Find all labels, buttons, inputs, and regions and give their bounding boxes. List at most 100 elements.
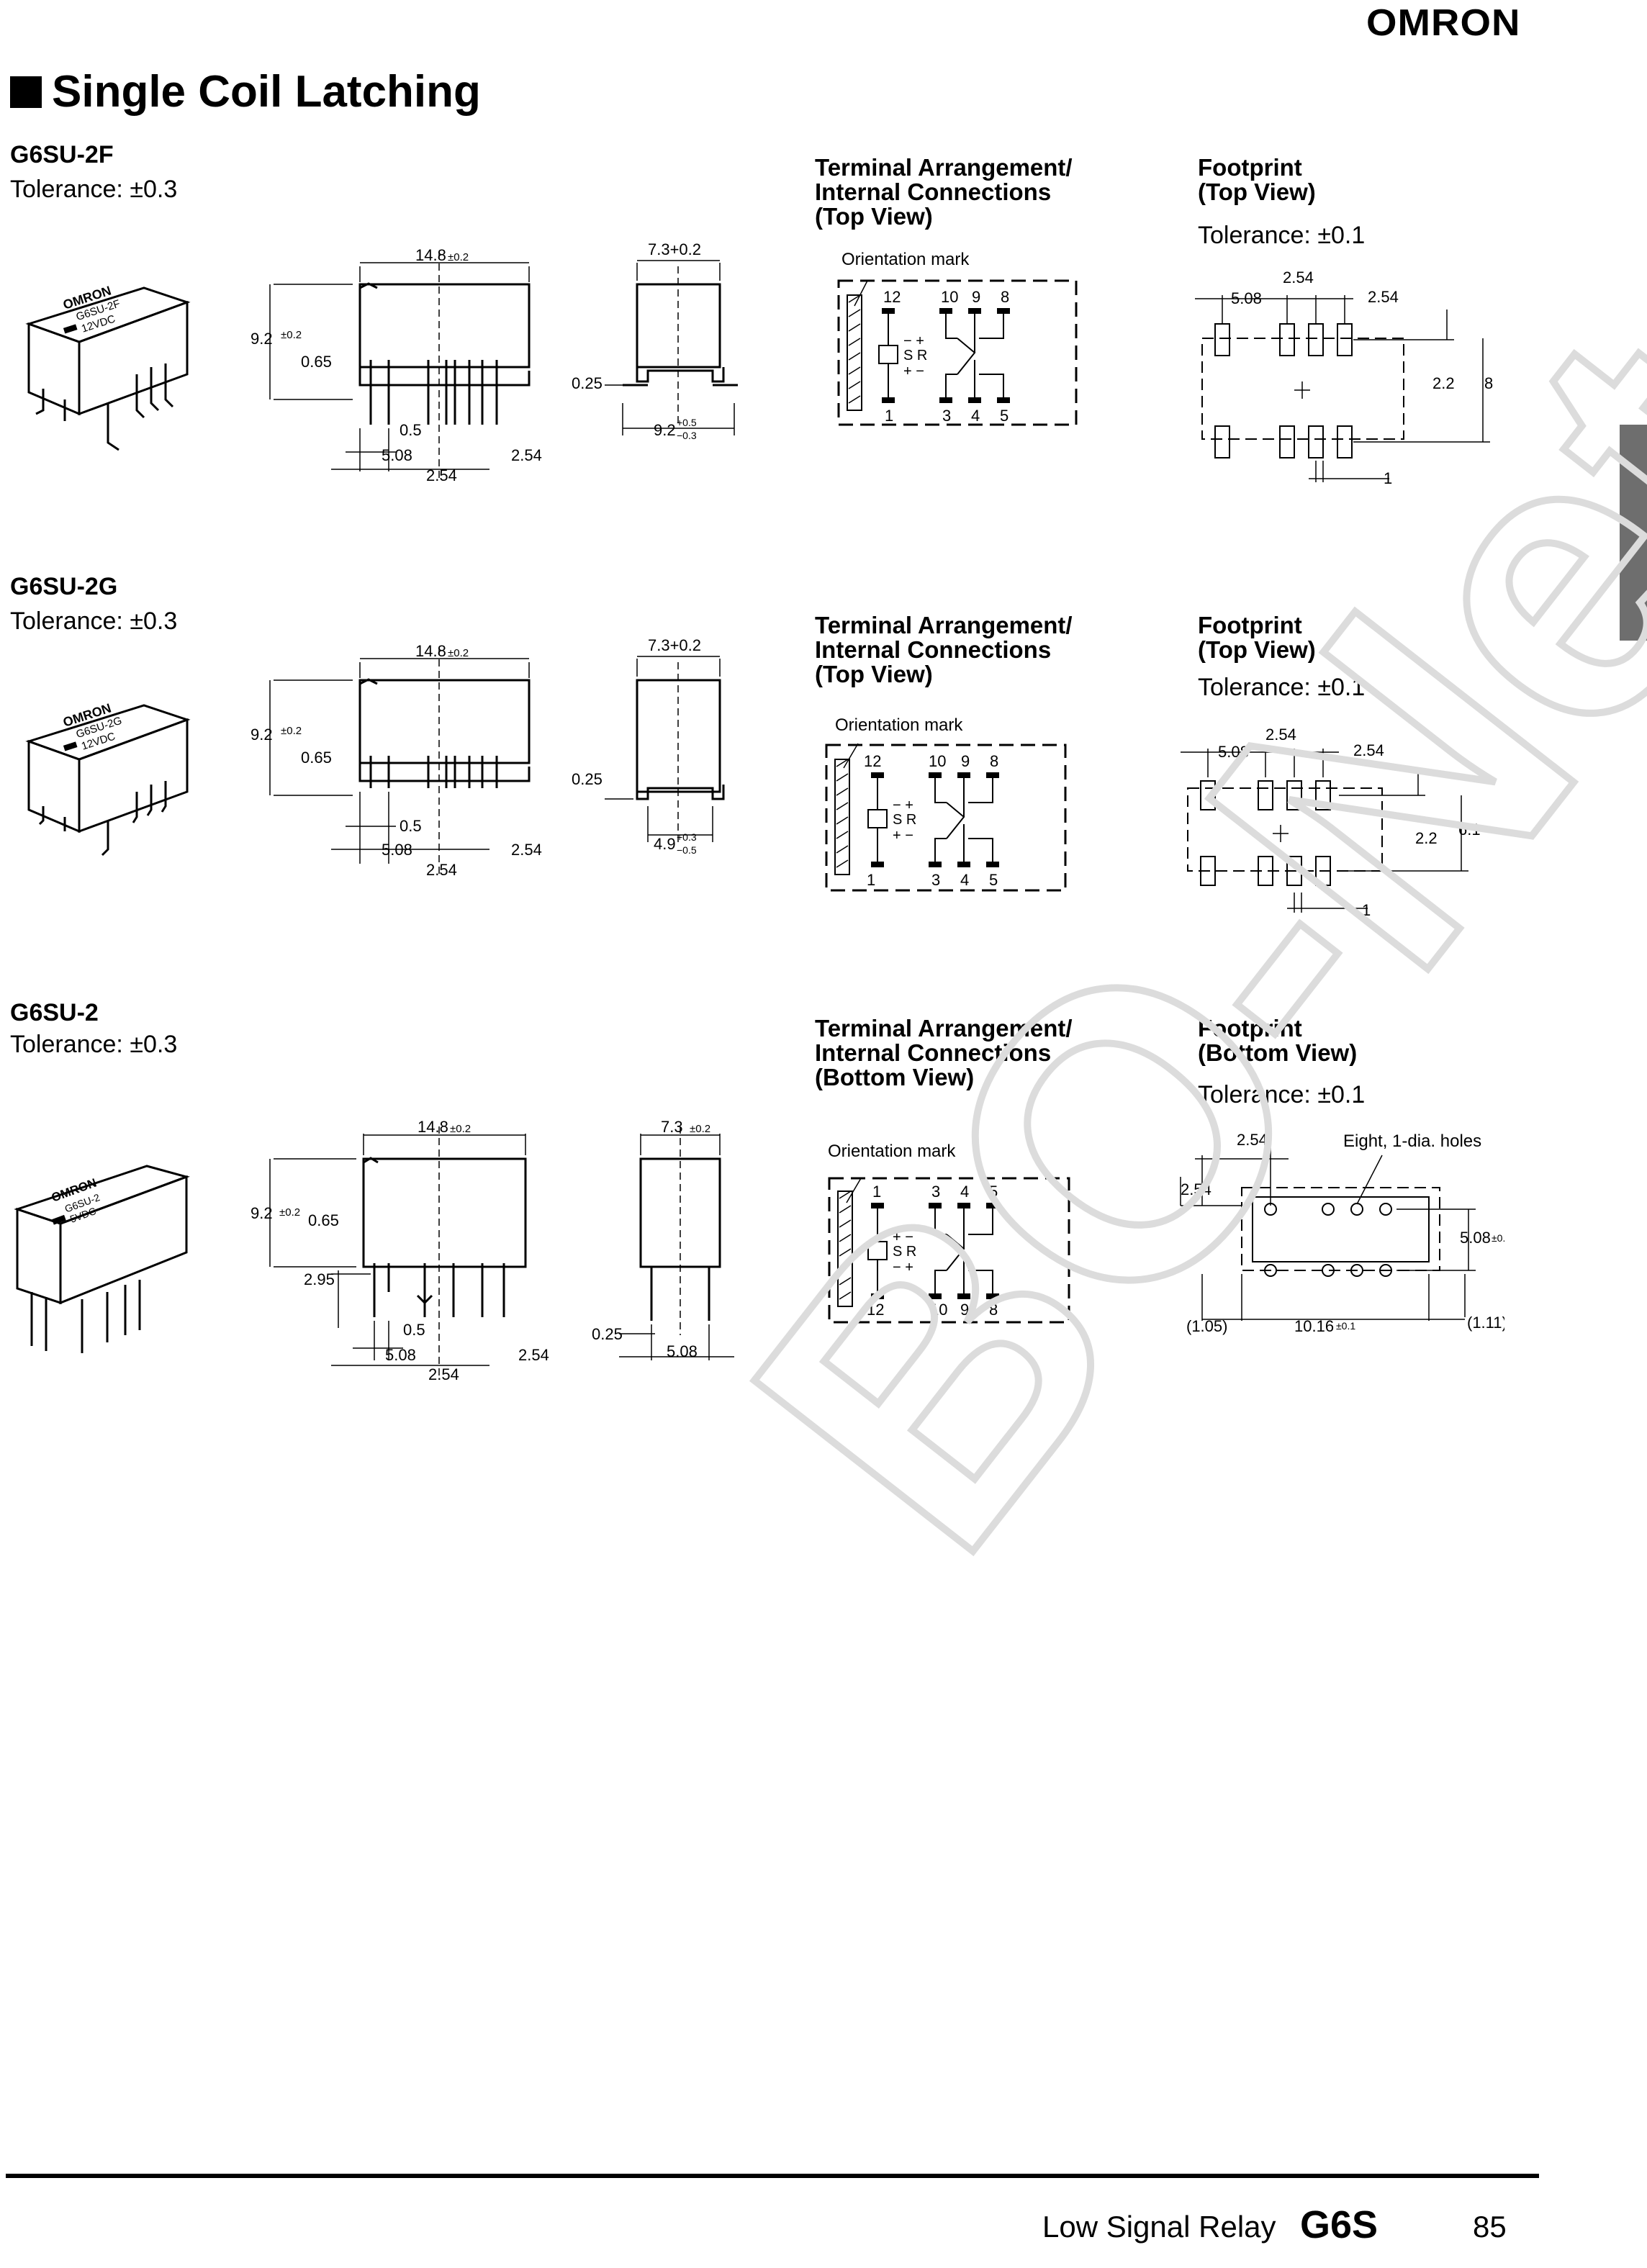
svg-text:− +: − + (893, 798, 913, 813)
fp-dim-b: 2.54 (1181, 1180, 1211, 1198)
footprint-drawing: 2.54 5.08 2.54 2.2 8 1 (1188, 266, 1504, 497)
dim-height: 9.2 (251, 330, 273, 348)
fp-dim-c-tol: ±0.1 (1492, 1232, 1504, 1244)
svg-text:+ −: + − (893, 1229, 913, 1245)
fp-holes-note: Eight, 1-dia. holes (1343, 1131, 1481, 1151)
footprint-heading-line1: Footprint (1198, 154, 1302, 181)
pin-label: 4 (971, 407, 980, 425)
front-view-drawing: 14.8 ±0.2 9.2 ±0.2 0.65 0.5 5.08 2.54 2.… (245, 238, 569, 497)
pin-label: 3 (942, 407, 951, 425)
pin-label: 3 (931, 871, 940, 889)
dim-254-right: 2.54 (511, 446, 542, 464)
pin-label: 12 (864, 752, 881, 770)
dim-side-base: 4.9 (654, 835, 676, 853)
front-view-drawing: 14.8 ±0.2 9.2 ±0.2 0.65 0.5 5.08 2.54 2.… (245, 633, 569, 893)
dim-254-right: 2.54 (511, 841, 542, 859)
section-bullet-icon (10, 76, 42, 108)
dim-254-bottom: 2.54 (426, 466, 457, 484)
footprint-heading: Footprint (Bottom View) (1198, 1016, 1357, 1065)
section-title: Single Coil Latching (10, 66, 481, 117)
fp-dim-d: 2.2 (1432, 374, 1455, 392)
footprint-heading-line2: (Bottom View) (1198, 1039, 1358, 1066)
pin-label: 5 (989, 871, 998, 889)
dim-side-tol-dn: −0.3 (677, 430, 697, 441)
dim-05: 0.5 (403, 1321, 425, 1339)
fp-dim-f: 1 (1384, 469, 1392, 487)
pin-label: 12 (867, 1301, 884, 1319)
pin-label: 5 (1000, 407, 1008, 425)
pin-label: 1 (872, 1183, 881, 1201)
terminal-heading-line3: (Top View) (815, 661, 933, 687)
footprint-tolerance: Tolerance: ±0.1 (1198, 222, 1366, 249)
tolerance-text: Tolerance: ±0.3 (10, 607, 178, 635)
fp-dim-f: (1.11) (1467, 1314, 1504, 1332)
fp-dim-e-tol: ±0.1 (1336, 1320, 1355, 1332)
fp-dim-e: 10.16 (1294, 1317, 1334, 1335)
dim-05: 0.5 (400, 421, 422, 439)
pin-label: 1 (867, 871, 875, 889)
svg-text:− +: − + (903, 333, 924, 349)
pin-label: 8 (1001, 288, 1009, 306)
svg-text:− +: − + (893, 1260, 913, 1275)
pin-label: 3 (931, 1183, 940, 1201)
terminal-heading: Terminal Arrangement/ Internal Connectio… (815, 155, 1073, 229)
fp-dim-e: 6.1 (1458, 821, 1481, 839)
pin-label: 4 (960, 871, 969, 889)
fp-dim-b: 5.08 (1231, 289, 1262, 307)
dim-side-tol-up: +0.5 (677, 417, 697, 428)
terminal-heading-line1: Terminal Arrangement/ (815, 1015, 1073, 1042)
terminal-heading-line3: (Top View) (815, 203, 933, 230)
fp-dim-d: 2.2 (1415, 829, 1438, 847)
pin-label: 9 (961, 752, 970, 770)
dim-height: 9.2 (251, 726, 273, 744)
pin-label: 8 (989, 1301, 998, 1319)
orientation-mark-label: Orientation mark (828, 1142, 956, 1161)
terminal-diagram: Orientation mark 1 3 4 5 12 10 9 8 S R +… (821, 1134, 1080, 1328)
dim-width: 7.3 (661, 1119, 683, 1136)
brand-logo: OMRON (1366, 2, 1521, 44)
pin-label: 10 (930, 1301, 947, 1319)
dim-length: 14.8 (418, 1119, 448, 1136)
front-view-drawing: 14.8 ±0.2 9.2 ±0.2 0.65 2.95 0.5 5.08 2.… (245, 1119, 569, 1393)
fp-dim-d: (1.05) (1186, 1317, 1227, 1335)
dim-length-tol: ±0.2 (448, 647, 469, 659)
dim-508: 5.08 (385, 1346, 416, 1364)
model-name: G6SU-2G (10, 573, 118, 600)
dim-065: 0.65 (301, 749, 332, 767)
dim-width: 7.3+0.2 (648, 636, 701, 654)
orientation-mark-label: Orientation mark (841, 250, 970, 269)
relay-perspective-drawing: OMRON G6SU-2F 12VDC (22, 259, 194, 468)
footprint-heading: Footprint (Top View) (1198, 613, 1316, 662)
side-view-drawing: 7.3+0.2 0.25 4.9 +0.3 −0.5 (569, 626, 756, 864)
svg-text:S R: S R (893, 812, 916, 828)
dim-025: 0.25 (572, 770, 603, 788)
dim-height-tol: ±0.2 (281, 725, 302, 737)
terminal-heading-line2: Internal Connections (815, 1039, 1052, 1066)
dim-508: 5.08 (382, 841, 412, 859)
terminal-heading-line2: Internal Connections (815, 179, 1052, 205)
dim-height: 9.2 (251, 1204, 273, 1222)
model-name: G6SU-2F (10, 141, 114, 168)
fp-dim-c: 2.54 (1353, 741, 1384, 759)
pin-label: 8 (990, 752, 998, 770)
relay-perspective-drawing: OMRON G6SU-2 5VDC (10, 1152, 190, 1368)
pin-label: 1 (885, 407, 893, 425)
pin-label: 4 (960, 1183, 969, 1201)
footer-rule (6, 2174, 1539, 2178)
side-view-drawing: 7.3 ±0.2 0.25 5.08 (576, 1119, 763, 1364)
orientation-mark-label: Orientation mark (835, 715, 963, 735)
model-name: G6SU-2 (10, 999, 99, 1026)
terminal-heading: Terminal Arrangement/ Internal Connectio… (815, 613, 1073, 687)
footer-page-number: 85 (1473, 2210, 1507, 2244)
section-title-text: Single Coil Latching (52, 67, 481, 117)
svg-text:+ −: + − (893, 828, 913, 844)
fp-dim-c: 2.54 (1368, 288, 1399, 306)
dim-side-508: 5.08 (667, 1342, 698, 1360)
dim-width-tol: ±0.2 (690, 1123, 710, 1135)
dim-height-tol: ±0.2 (281, 329, 302, 341)
fp-dim-b: 5.08 (1218, 743, 1249, 761)
dim-254-bottom: 2.54 (428, 1365, 459, 1383)
dim-025: 0.25 (592, 1325, 623, 1343)
footprint-tolerance: Tolerance: ±0.1 (1198, 1081, 1366, 1108)
relay-perspective-drawing: OMRON G6SU-2G 12VDC (22, 677, 194, 878)
